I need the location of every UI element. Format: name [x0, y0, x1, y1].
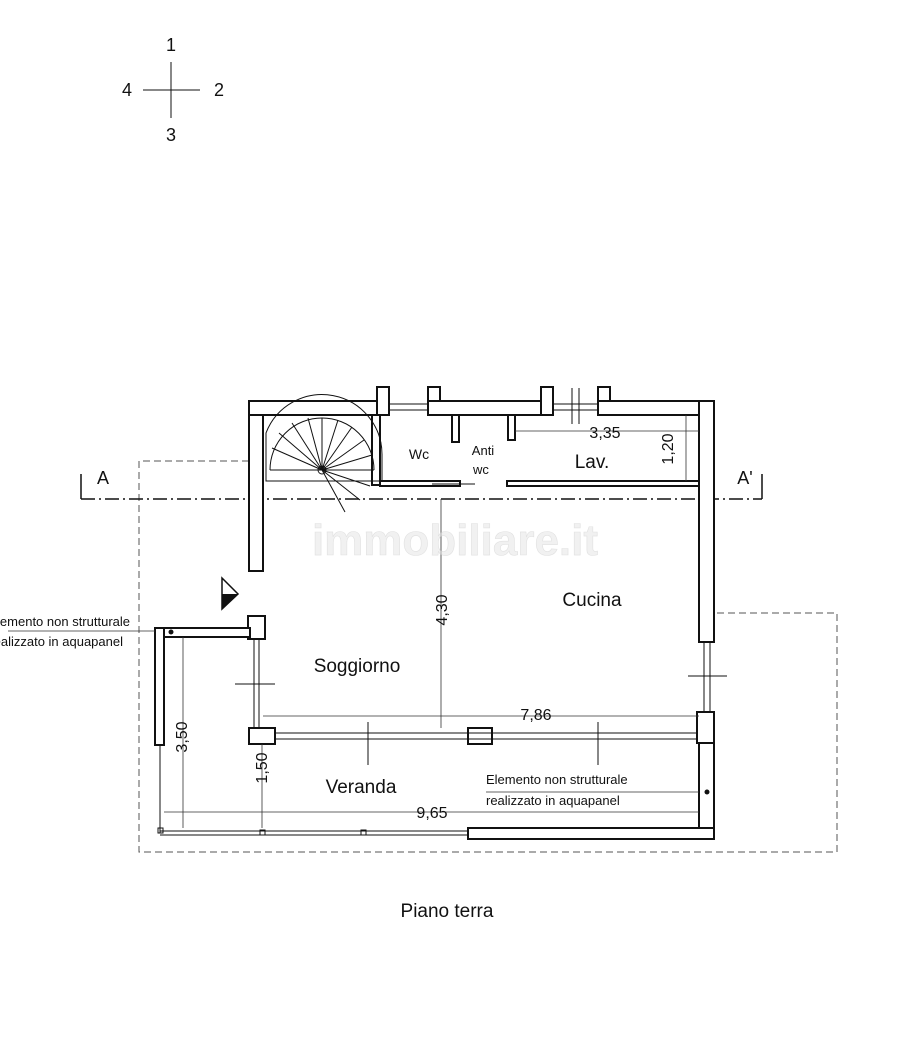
- note-marker-left: [168, 629, 174, 635]
- section-label-a: A: [97, 468, 109, 488]
- room-label-antiwc-line1: Anti: [472, 443, 495, 458]
- roof-outline-dashed: [138, 460, 838, 853]
- windows: [157, 388, 727, 836]
- note-left-line2: realizzato in aquapanel: [0, 634, 123, 649]
- section-label-a-prime: A': [737, 468, 752, 488]
- note-right-line1: Elemento non strutturale: [486, 772, 628, 787]
- section-line: A A': [80, 468, 763, 500]
- room-label-antiwc-line2: wc: [472, 462, 489, 477]
- note-right-line2: realizzato in aquapanel: [486, 793, 620, 808]
- note-right: Elemento non strutturale realizzato in a…: [486, 772, 628, 808]
- dimension-lines: [8, 415, 699, 828]
- dimension-label-786: 7,86: [520, 707, 551, 724]
- dimension-label-335: 3,35: [589, 425, 620, 442]
- room-label-lav: Lav.: [575, 452, 610, 473]
- compass-rose: 1 2 3 4: [122, 35, 224, 145]
- dimension-label-965: 9,65: [416, 805, 447, 822]
- note-marker-right: [704, 789, 710, 795]
- dimension-label-350: 3,50: [174, 721, 191, 752]
- dimension-label-120: 1,20: [660, 433, 677, 464]
- room-label-wc: Wc: [409, 446, 429, 462]
- entrance-arrow-icon: [221, 576, 240, 611]
- note-left: Elemento non strutturale realizzato in a…: [0, 614, 130, 649]
- walls: [154, 386, 715, 840]
- watermark: immobiliare.it: [312, 516, 598, 565]
- spiral-staircase: [265, 394, 383, 513]
- dimension-label-150: 1,50: [254, 752, 271, 783]
- compass-south-label: 3: [166, 125, 176, 145]
- dimension-label-430: 4,30: [434, 594, 451, 625]
- compass-north-label: 1: [166, 35, 176, 55]
- room-label-soggiorno: Soggiorno: [314, 656, 401, 677]
- compass-east-label: 2: [214, 80, 224, 100]
- room-label-cucina: Cucina: [562, 590, 622, 611]
- compass-west-label: 4: [122, 80, 132, 100]
- note-left-line1: Elemento non strutturale: [0, 614, 130, 629]
- room-label-veranda: Veranda: [326, 777, 397, 798]
- caption: Piano terra: [401, 901, 494, 922]
